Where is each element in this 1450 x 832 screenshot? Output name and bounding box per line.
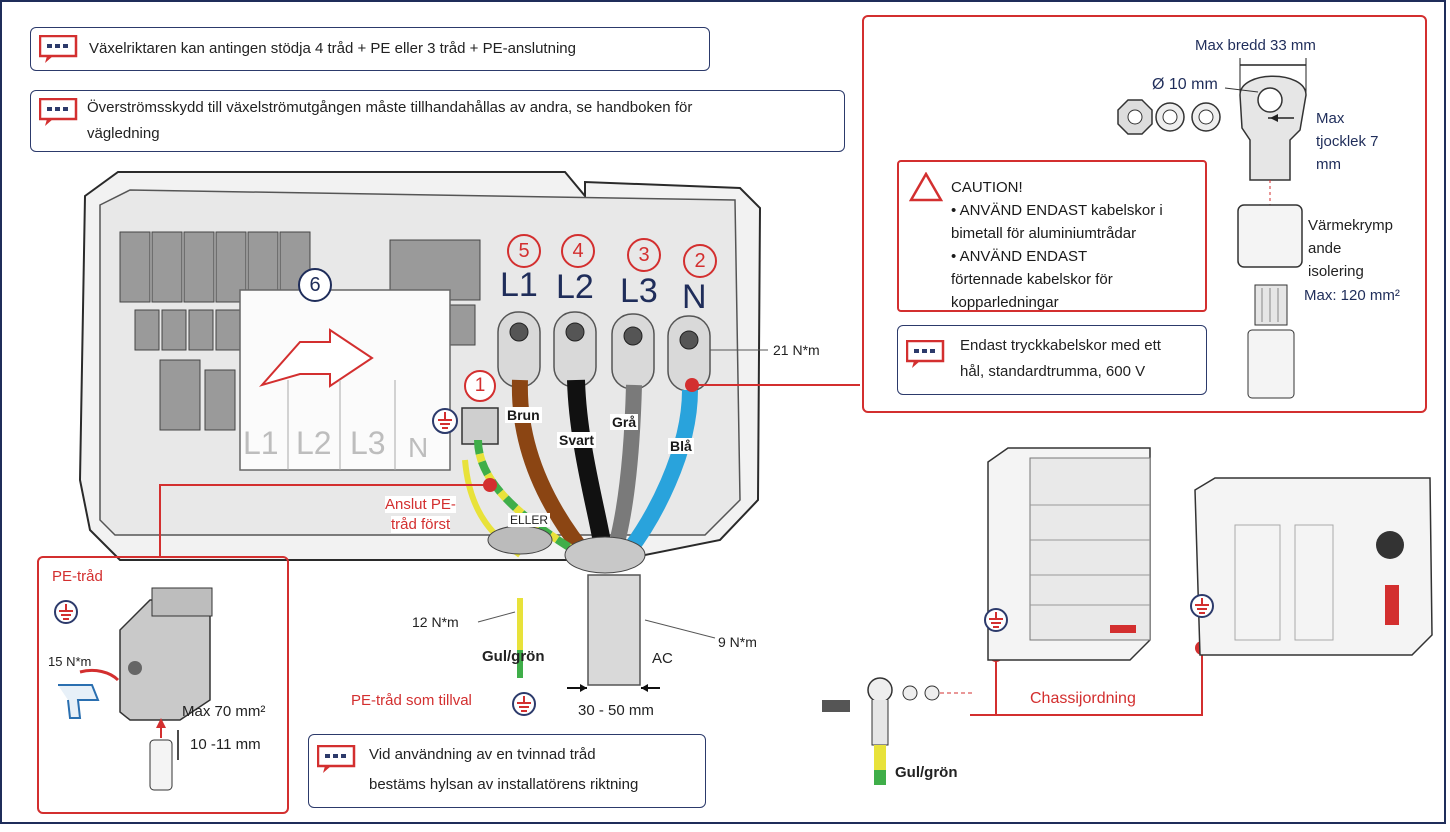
cable-lug-illustration [1117,58,1307,399]
speech-bubble-icon [39,98,78,126]
card-label-n: N [408,432,429,463]
pe-wire-title: PE-tråd [52,568,103,585]
phase-label-l3: L3 [620,272,658,310]
caution-line: förtennade kabelskor för [951,271,1113,288]
terminal-number-4: 4 [561,234,595,268]
torque-terminal: 21 N*m [773,342,820,358]
ground-icon [1190,594,1214,618]
card-label-l3: L3 [350,425,386,461]
caution-line: kopparledningar [951,294,1059,311]
speech-bubble-icon [906,340,945,368]
cable-lug-specs-panel [862,15,1427,413]
wire-pe-green [474,439,593,564]
ground-icon [54,600,78,624]
connection-box [78,171,768,692]
nut-washer-icon [1117,99,1221,135]
note-wiring-support: Växelriktaren kan antingen stödja 4 tråd… [30,27,710,71]
note-text: vägledning [87,125,160,142]
terminal-number-6: 6 [298,268,332,302]
pe-optional: PE-tråd som tillval [351,692,472,709]
note-text: hål, standardtrumma, 600 V [960,363,1146,380]
caution-line: • ANVÄND ENDAST [951,248,1088,265]
card-label-l1: L1 [243,425,279,461]
terminal-number-1: 1 [464,370,496,402]
wire-label-blue: Blå [668,438,694,454]
terminal-number-3: 3 [627,238,661,272]
wire-label-brown: Brun [505,407,542,423]
note-text: Vid användning av en tvinnad tråd [369,746,596,763]
torque-gland-right: 9 N*m [718,634,757,650]
pe-block-detail [58,587,213,791]
arrow-icon [258,328,374,388]
note-text: Växelriktaren kan antingen stödja 4 tråd… [89,40,576,57]
warning-triangle-icon [909,172,943,202]
caution-title: CAUTION! [951,179,1023,196]
ac-cable [587,574,641,686]
card-label-l2: L2 [296,425,332,461]
torque-pe-block: 15 N*m [48,654,92,669]
cable-diameter: 30 - 50 mm [578,702,654,719]
note-pressure-lug: Endast tryckkabelskor med ett hål, stand… [897,325,1207,395]
torque-gland-left: 12 N*m [412,614,459,630]
speech-bubble-icon [317,745,356,773]
caution-line: • ANVÄND ENDAST kabelskor i [951,202,1163,219]
or-label: ELLER [508,513,551,527]
lug-max-width: Max bredd 33 mm [1195,37,1316,54]
chassis-wire-color: Gul/grön [895,764,958,781]
heat-shrink-label: Värmekrymp [1308,217,1394,234]
phase-label-n: N [682,278,707,316]
speech-bubble-icon [39,35,78,63]
heat-shrink-label: ande [1308,240,1342,257]
ground-icon [432,408,458,434]
max-cable-area: Max: 120 mm² [1304,287,1400,304]
caution-line: bimetall för aluminiumtrådar [951,225,1137,242]
chassis-ground-label: Chassijordning [1030,690,1136,707]
pe-connect-first: Anslut PE- [385,496,456,513]
pe-connect-first: tråd först [391,516,451,533]
lug-max-thickness: mm [1316,156,1341,173]
phase-label-l1: L1 [500,266,538,304]
wire-brown [511,379,597,566]
ac-label: AC [652,650,673,667]
wire-label-black: Svart [557,432,597,448]
terminal-number-2: 2 [683,244,717,278]
note-stranded-wire: Vid användning av en tvinnad tråd bestäm… [308,734,706,808]
note-overcurrent: Överströmsskydd till växelströmutgången … [30,90,845,152]
inverter-unit-1 [987,447,1151,661]
note-text: Endast tryckkabelskor med ett [960,337,1161,354]
lug-hole-diameter: Ø 10 mm [1152,76,1218,93]
pe-strip-length: 10 -11 mm [190,736,261,753]
pe-terminal [461,407,499,445]
inverter-unit-2 [1194,477,1433,656]
heat-shrink-label: isolering [1308,263,1364,280]
lug-max-thickness: tjocklek 7 [1316,133,1379,150]
lug-max-thickness: Max [1316,110,1345,127]
ground-icon [984,608,1008,632]
note-text: bestäms hylsan av installatörens riktnin… [369,776,639,793]
wire-label-grey: Grå [610,414,639,430]
note-text: Överströmsskydd till växelströmutgången … [87,99,693,116]
pe-wire-detail-panel [37,556,289,814]
phase-label-l2: L2 [556,268,594,306]
pe-max-area: Max 70 mm² [182,703,266,720]
caution-box: CAUTION! • ANVÄND ENDAST kabelskor i bim… [897,160,1207,312]
ground-lug-hardware [822,677,972,785]
pe-wire-color: Gul/grön [482,648,545,665]
ground-icon [512,692,536,716]
terminal-number-5: 5 [507,234,541,268]
